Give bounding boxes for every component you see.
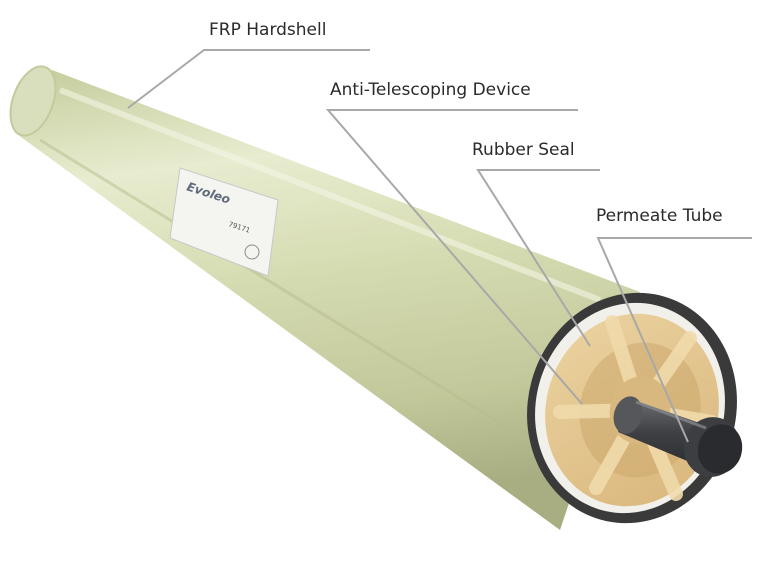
- product-label: Evoleo 79171: [169, 167, 279, 277]
- label-seal-mark: [244, 244, 260, 260]
- frp-hardshell-body: [9, 65, 640, 530]
- callout-rubber-seal: Rubber Seal: [472, 140, 575, 160]
- leader-lines: [127, 49, 752, 443]
- permeate-tube: [613, 396, 743, 477]
- leader-anti-telescoping-device: [325, 109, 583, 405]
- callout-frp-hardshell: FRP Hardshell: [209, 20, 327, 40]
- leader-permeate-tube: [596, 237, 752, 443]
- callout-permeate-tube: Permeate Tube: [596, 206, 723, 226]
- leader-rubber-seal: [476, 169, 600, 347]
- callout-anti-telescoping-device: Anti-Telescoping Device: [330, 80, 531, 100]
- leader-frp-hardshell: [127, 49, 370, 109]
